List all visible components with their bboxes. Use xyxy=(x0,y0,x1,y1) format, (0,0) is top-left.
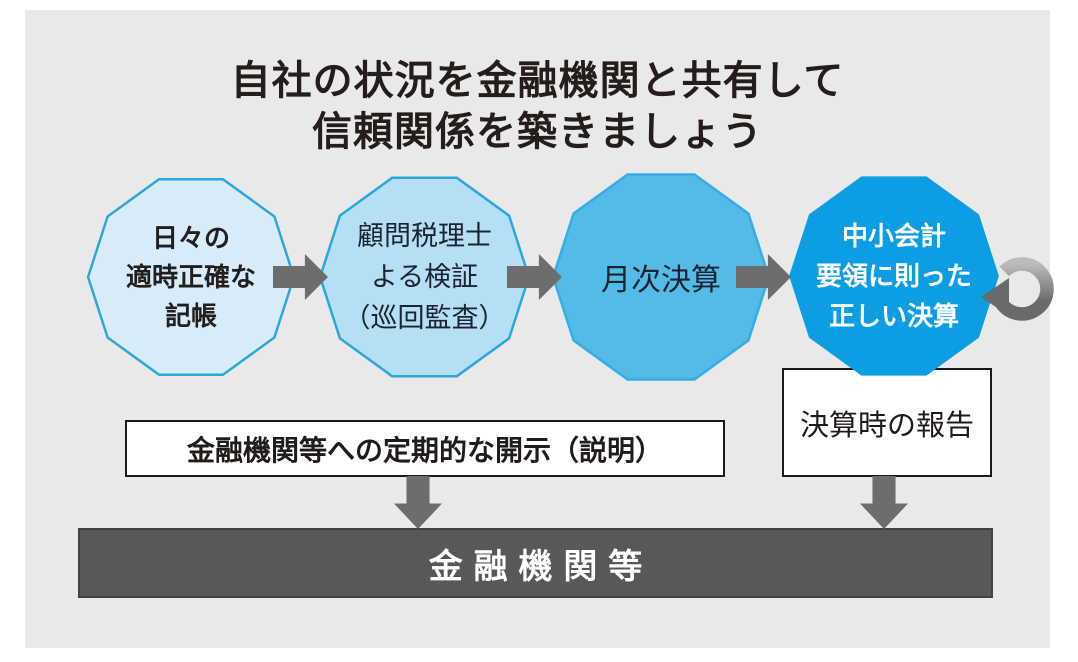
periodic-disclosure-box: 金融機関等への定期的な開示（説明） xyxy=(125,420,725,477)
decagon-shape xyxy=(318,176,531,378)
step-label: 月次決算 xyxy=(551,165,771,389)
down-arrow-icon xyxy=(860,476,908,529)
decagon-shape xyxy=(551,173,771,381)
step-line: 日々の xyxy=(151,222,230,253)
decagon-2 xyxy=(320,177,529,377)
loop-arrow-head xyxy=(981,278,1009,316)
step-line: 中小会計 xyxy=(841,221,946,251)
down-arrow-icon xyxy=(394,476,442,529)
flow-step-correct-financial-statements: 中小会計 要領に則った 正しい決算 xyxy=(787,169,1001,383)
step-label: 中小会計 要領に則った 正しい決算 xyxy=(787,169,1001,383)
step-line: 正しい決算 xyxy=(828,301,959,331)
step-line: 要領に則った xyxy=(815,261,972,291)
loop-arrow-icon xyxy=(981,257,1054,321)
flow-step-daily-bookkeeping: 日々の 適時正確な 記帳 xyxy=(86,172,296,382)
step-line: よる検証 xyxy=(370,261,479,292)
diagram-canvas: 自社の状況を金融機関と共有して 信頼関係を築きましょう 日々の 適時正確な 記帳 xyxy=(25,10,1054,648)
decagon-1-border xyxy=(86,177,296,377)
decagon-shape xyxy=(789,176,999,376)
step-line: 月次決算 xyxy=(601,264,721,297)
flow-step-advisor-verification: 顧問税理士 よる検証 （巡回監査） xyxy=(318,169,531,385)
decagon-shape xyxy=(86,177,296,377)
diagram-title: 自社の状況を金融機関と共有して 信頼関係を築きましょう xyxy=(25,56,1050,158)
decagon-4 xyxy=(789,176,999,376)
title-line-1: 自社の状況を金融機関と共有して xyxy=(230,59,845,103)
flow-step-monthly-closing: 月次決算 xyxy=(551,165,771,389)
title-line-2: 信頼関係を築きましょう xyxy=(312,110,763,154)
step-line: 適時正確な xyxy=(125,261,256,292)
disclosure-box-label: 金融機関等への定期的な開示（説明） xyxy=(186,434,663,466)
footer-bar-label: 金融機関等 xyxy=(428,547,654,586)
loop-arrow-arc xyxy=(995,257,1054,321)
decagon-2-border xyxy=(318,176,531,378)
step-line: 顧問税理士 xyxy=(357,220,492,251)
step-line: （巡回監査） xyxy=(343,302,506,333)
decagon-3 xyxy=(553,174,769,380)
step-line: 記帳 xyxy=(164,300,217,331)
report-at-settlement-box: 決算時の報告 xyxy=(782,368,992,477)
step-label: 日々の 適時正確な 記帳 xyxy=(86,172,296,382)
report-box-label: 決算時の報告 xyxy=(799,409,974,442)
decagon-1 xyxy=(88,179,294,375)
step-label: 顧問税理士 よる検証 （巡回監査） xyxy=(318,169,531,385)
decagon-3-border xyxy=(551,173,771,381)
financial-institutions-bar: 金融機関等 xyxy=(78,528,993,598)
